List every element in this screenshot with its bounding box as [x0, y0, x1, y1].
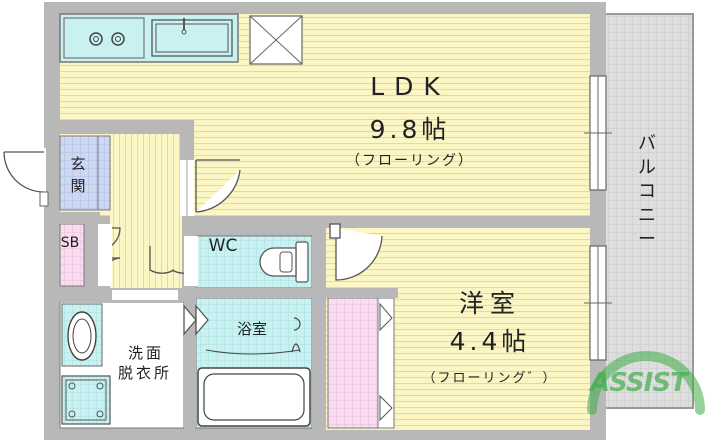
bathtub	[197, 367, 311, 427]
storage-sb	[59, 223, 85, 287]
balcony-label: バルコニー	[638, 133, 656, 250]
basin-icon	[67, 311, 97, 361]
stove	[63, 17, 145, 59]
washing-machine-space	[61, 375, 111, 425]
toilet-icon	[259, 247, 297, 277]
western-room-size: 4.4帖	[449, 327, 531, 356]
western-room-label: 洋室	[458, 289, 521, 318]
sink	[151, 19, 233, 57]
assist-logo	[587, 351, 705, 415]
interior-doors	[99, 159, 383, 336]
burner-right-icon	[111, 32, 125, 46]
hallway-floor	[110, 130, 182, 290]
western-room-floor-type: （フローリング゛）	[422, 371, 558, 386]
shower-icon	[293, 317, 301, 331]
washroom-label-line2: 脱衣所	[117, 364, 172, 382]
logo-text: ASSIST	[590, 368, 688, 398]
entrance-label: 玄関	[70, 155, 86, 195]
bathroom-label: 浴室	[236, 320, 267, 338]
ldk-floor-type: （フローリング）	[346, 153, 474, 169]
closet	[327, 297, 379, 429]
washroom-label-line1: 洗面	[127, 344, 164, 362]
ldk-label: LDK	[370, 72, 450, 101]
storage-label: SB	[60, 235, 80, 251]
ldk-size: 9.8帖	[369, 115, 451, 144]
toilet-tank	[295, 241, 309, 283]
toilet-label: WC	[208, 236, 238, 256]
entrance-floor	[59, 135, 99, 211]
burner-left-icon	[89, 32, 103, 46]
balcony-area	[603, 13, 694, 409]
entrance-door-swing	[3, 151, 45, 193]
shoe-box	[97, 135, 111, 211]
entrance-door-opening	[40, 148, 46, 192]
